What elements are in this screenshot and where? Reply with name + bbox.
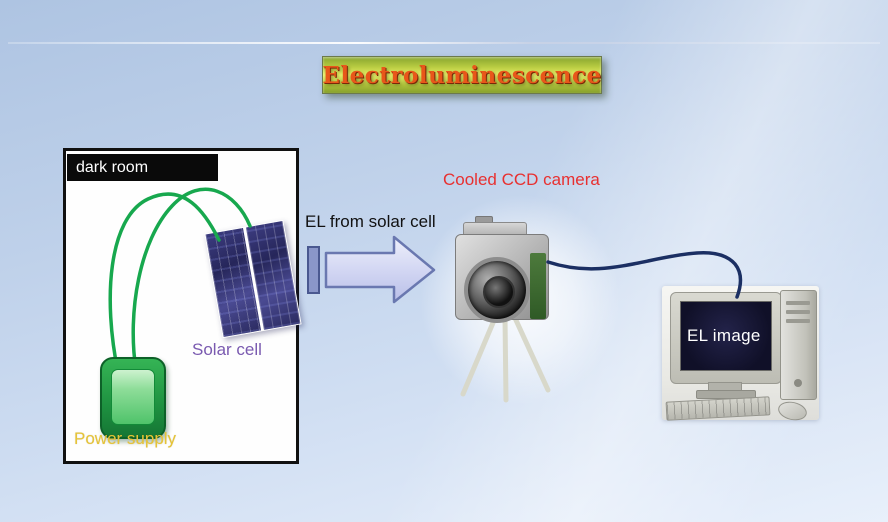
tower-power-button bbox=[794, 379, 802, 387]
power-supply-window bbox=[111, 369, 155, 425]
computer-tower bbox=[780, 290, 817, 400]
cooled-ccd-camera-label: Cooled CCD camera bbox=[443, 170, 600, 189]
slide-title: Electroluminescence bbox=[322, 61, 602, 89]
camera-body bbox=[455, 234, 549, 323]
keyboard bbox=[665, 396, 771, 421]
power-supply-label: Power supply bbox=[74, 429, 177, 448]
power-supply-image bbox=[100, 357, 166, 439]
mouse bbox=[776, 399, 809, 423]
tower-drive-slot bbox=[786, 301, 810, 305]
arrow-shape bbox=[324, 235, 436, 304]
arrow-tail-bar bbox=[307, 246, 320, 294]
title-banner: Electroluminescence bbox=[322, 56, 602, 94]
el-image-label: EL image bbox=[687, 326, 761, 345]
monitor-screen: EL image bbox=[680, 301, 772, 371]
el-from-solar-cell-label: EL from solar cell bbox=[305, 212, 436, 231]
tower-drive-slot bbox=[786, 310, 810, 314]
tower-drive-slot bbox=[786, 319, 810, 323]
dark-room-label: dark room bbox=[67, 154, 218, 181]
computer-image: EL image bbox=[662, 286, 819, 423]
ccd-camera-image bbox=[455, 216, 549, 323]
top-divider-line bbox=[8, 42, 880, 44]
monitor: EL image bbox=[670, 292, 782, 384]
camera-lens bbox=[464, 257, 530, 323]
camera-lens-inner bbox=[483, 276, 515, 308]
solar-cell-label: Solar cell bbox=[192, 340, 262, 359]
camera-circuit-board bbox=[530, 253, 546, 319]
